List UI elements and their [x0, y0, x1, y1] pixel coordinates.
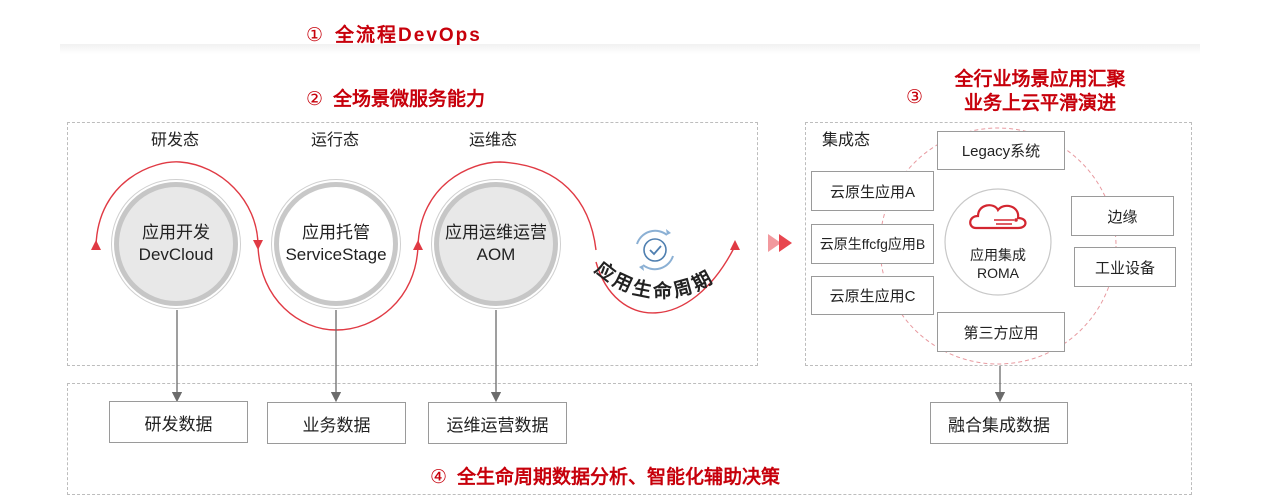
aom-circle: 应用运维运营 AOM: [434, 182, 558, 306]
servicestage-circle: 应用托管 ServiceStage: [274, 182, 398, 306]
state-run-label: 运行态: [311, 132, 360, 149]
integration-panel: [805, 122, 1192, 366]
data-analysis-panel: [67, 383, 1192, 495]
header-band: [60, 44, 1200, 54]
double-arrow-icon: [768, 234, 792, 252]
lifecycle-cycle-icon: [636, 229, 674, 271]
state-dev-label: 研发态: [151, 132, 200, 149]
microservice-panel: [67, 122, 758, 366]
business-data-box: 业务数据: [267, 402, 406, 444]
data-connectors: [171, 310, 1006, 403]
roma-center-label: 应用集成 ROMA: [970, 247, 1026, 281]
ops-data-box: 运维运营数据: [428, 402, 567, 444]
industry-header: 全行业场景应用汇聚 业务上云平滑演进: [954, 69, 1126, 114]
fusion-data-box: 融合集成数据: [930, 402, 1068, 444]
wave-arrowheads: [91, 240, 740, 250]
state-ops-label: 运维态: [469, 132, 518, 149]
state-integration-label: 集成态: [822, 132, 871, 149]
cloud-native-app-b-box: 云原生ffcfg应用B: [811, 224, 934, 264]
legacy-system-box: Legacy系统: [937, 131, 1065, 170]
industry-header-num: ③: [906, 87, 924, 108]
integration-ring: [879, 127, 1117, 365]
third-party-app-box: 第三方应用: [937, 312, 1065, 352]
lifecycle-wave: [95, 161, 736, 331]
cloud-native-app-a-box: 云原生应用A: [811, 171, 934, 211]
rd-data-box: 研发数据: [109, 401, 248, 443]
roma-circle: [944, 188, 1052, 296]
roma-cloud-icon: [969, 204, 1027, 230]
devcloud-circle: 应用开发 DevCloud: [114, 182, 238, 306]
cloud-native-app-c-box: 云原生应用C: [811, 276, 934, 315]
lifecycle-label: 应用生命周期: [591, 257, 719, 303]
edge-box: 边缘: [1071, 196, 1174, 236]
industrial-device-box: 工业设备: [1074, 247, 1176, 287]
